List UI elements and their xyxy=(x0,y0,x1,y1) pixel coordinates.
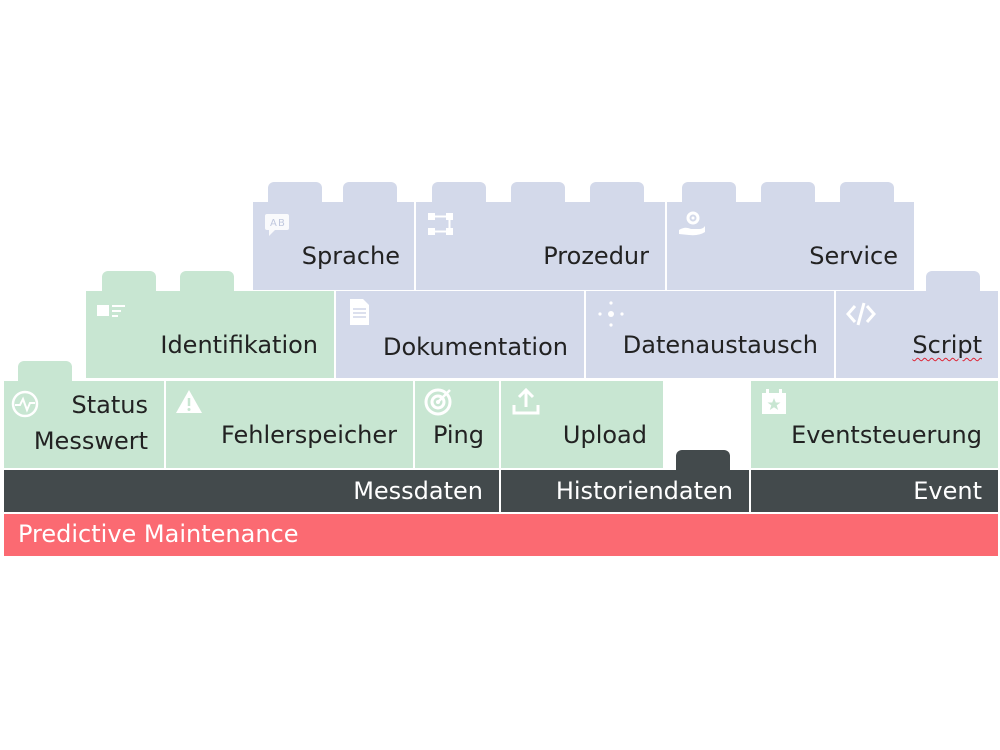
stud xyxy=(590,182,644,202)
stud xyxy=(926,271,980,291)
block-label: Script xyxy=(912,331,982,359)
band-predictive-maintenance: Predictive Maintenance xyxy=(4,514,998,556)
band-label: Event xyxy=(913,477,982,505)
block-status-messwert: Status Messwert xyxy=(4,381,164,468)
block-label: Service xyxy=(809,242,898,270)
stud xyxy=(268,182,322,202)
block-ping: Ping xyxy=(415,381,499,468)
warning-icon xyxy=(174,387,204,417)
block-label: Eventsteuerung xyxy=(791,421,982,449)
document-icon xyxy=(344,297,374,327)
code-icon xyxy=(846,299,876,329)
stud xyxy=(840,182,894,202)
band-historiendaten: Historiendaten xyxy=(501,470,749,512)
stud xyxy=(511,182,565,202)
stud xyxy=(180,271,234,291)
svg-text:A: A xyxy=(270,218,277,229)
block-service: Service xyxy=(667,202,914,290)
stud xyxy=(343,182,397,202)
pulse-icon xyxy=(10,389,40,419)
band-messdaten: Messdaten xyxy=(4,470,499,512)
block-identifikation: Identifikation xyxy=(86,291,334,378)
stud xyxy=(676,450,730,470)
calendar-icon xyxy=(759,387,789,417)
target-icon xyxy=(423,387,453,417)
block-script: Script xyxy=(836,291,998,378)
block-label: Status xyxy=(71,391,148,419)
block-eventsteuerung: Eventsteuerung xyxy=(751,381,998,468)
block-label: Dokumentation xyxy=(383,333,568,361)
block-fehlerspeicher: Fehlerspeicher xyxy=(166,381,413,468)
band-label: Historiendaten xyxy=(555,477,733,505)
network-icon xyxy=(596,299,626,329)
block-label: Ping xyxy=(432,421,484,449)
stud xyxy=(432,182,486,202)
stud xyxy=(102,271,156,291)
block-prozedur: Prozedur xyxy=(416,202,665,290)
stud xyxy=(18,361,72,381)
block-dokumentation: Dokumentation xyxy=(336,291,584,378)
band-label: Messdaten xyxy=(353,477,483,505)
block-label: Prozedur xyxy=(543,242,649,270)
block-label: Identifikation xyxy=(160,331,318,359)
stud xyxy=(761,182,815,202)
block-label: Sprache xyxy=(301,242,400,270)
block-upload: Upload xyxy=(501,381,663,468)
block-label: Datenaustausch xyxy=(622,331,818,359)
band-label: Predictive Maintenance xyxy=(18,520,299,548)
band-event: Event xyxy=(751,470,998,512)
block-label: Fehlerspeicher xyxy=(221,421,397,449)
svg-text:B: B xyxy=(278,218,285,229)
flowchart-icon xyxy=(426,210,456,240)
block-label: Upload xyxy=(562,421,647,449)
upload-icon xyxy=(511,387,541,417)
id-card-icon xyxy=(96,297,126,327)
hand-gear-icon xyxy=(677,208,707,238)
block-label: Messwert xyxy=(33,427,148,455)
stud xyxy=(682,182,736,202)
block-datenaustausch: Datenaustausch xyxy=(586,291,834,378)
